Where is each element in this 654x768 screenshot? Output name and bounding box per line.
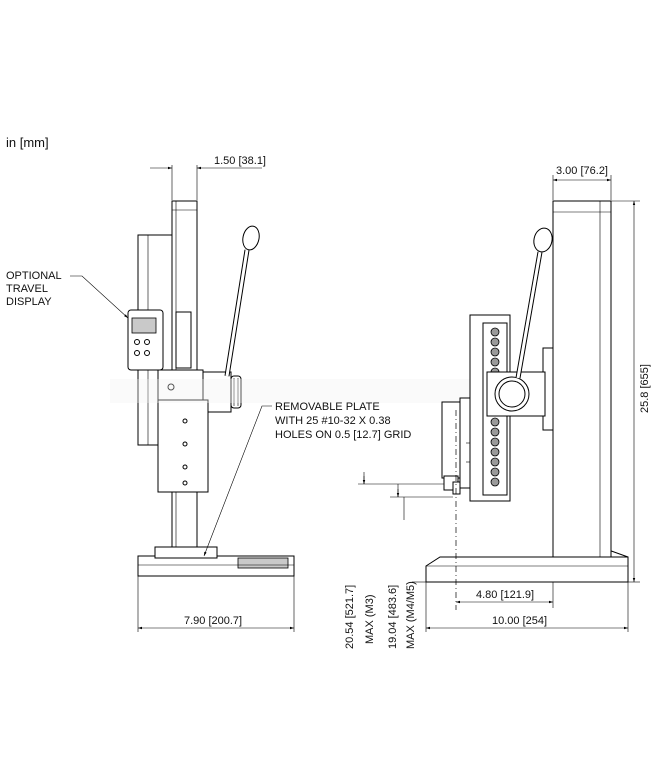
dim-right-column-width: 3.00 [76.2] (552, 165, 612, 200)
side-base (425, 556, 629, 583)
callout-plate-line-1: REMOVABLE PLATE (275, 401, 380, 413)
front-base-block (154, 546, 218, 559)
callout-plate-line-3: HOLES ON 0.5 [12.7] GRID (275, 429, 411, 441)
front-handle-knob (242, 225, 260, 251)
dim-base-width-text: 7.90 [200.7] (184, 615, 242, 627)
side-column (552, 200, 612, 558)
dim-throat-depth: 4.80 [121.9] (456, 582, 554, 608)
dim-left-column-width: 1.50 [38.1] (150, 155, 266, 200)
dim-base-width: 7.90 [200.7] (137, 576, 295, 632)
callout-optional-line-2: TRAVEL (6, 283, 48, 295)
side-view (425, 200, 629, 610)
dim-max-m4-text: 19.04 [483.6] (387, 585, 399, 649)
dim-throat-depth-text: 4.80 [121.9] (476, 589, 534, 601)
dim-max-m3-text: 20.54 [521.7] (344, 585, 356, 649)
front-view (110, 200, 490, 577)
dim-overall-height-text: 25.8 [655] (639, 364, 651, 413)
callout-removable-plate: REMOVABLE PLATE WITH 25 #10-32 X 0.38 HO… (203, 401, 411, 557)
display-screen (131, 317, 157, 334)
dim-left-column-width-text: 1.50 [38.1] (214, 155, 266, 167)
removable-plate (157, 399, 209, 493)
callout-optional-display: OPTIONAL TRAVEL DISPLAY (6, 270, 129, 319)
callout-optional-line-1: OPTIONAL (6, 270, 62, 282)
side-handle-knob (533, 227, 553, 253)
pinion-hub (230, 375, 242, 409)
callout-plate-line-2: WITH 25 #10-32 X 0.38 (275, 415, 391, 427)
dim-max-m4-label: MAX (M4/M5) (405, 581, 417, 649)
dim-base-depth: 10.00 [254] (425, 582, 629, 632)
callout-optional-line-3: DISPLAY (6, 296, 52, 308)
dim-base-depth-text: 10.00 [254] (492, 615, 547, 627)
rack-teeth (490, 327, 500, 487)
dim-max-m3-label: MAX (M3) (364, 595, 376, 645)
units-note: in [mm] (6, 135, 49, 150)
front-base-slot (237, 557, 289, 569)
dim-max-heights: 20.54 [521.7] MAX (M3) 19.04 [483.6] MAX… (344, 472, 453, 649)
dim-right-column-width-text: 3.00 [76.2] (556, 165, 608, 177)
dim-overall-height: 25.8 [655] (611, 200, 651, 583)
